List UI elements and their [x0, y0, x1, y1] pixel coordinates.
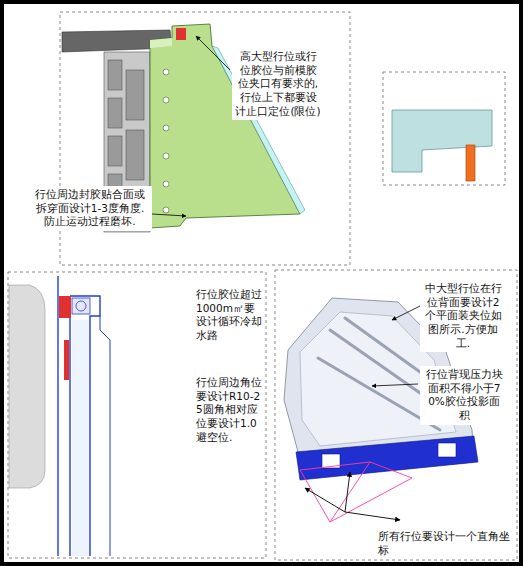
cooling-corner-panel [8, 272, 266, 558]
note-label: 行位胶位超过1000m㎡要设计循环冷却水路 [196, 288, 264, 343]
note-label: 行位周边封胶贴合面或拆穿面设计1-3度角度.防止运动过程磨坏. [28, 186, 152, 231]
slider-back-panel [275, 270, 517, 560]
note-label: 所有行位要设计一个直角坐标 [378, 530, 514, 557]
page-ground [4, 4, 519, 562]
stop-sketch [383, 72, 505, 185]
note-label: 中大型行位在行位背面要设计2个平面装夹位如图所示.方便加工. [420, 280, 506, 352]
note-label: 行位背现压力块面积不得小于70%胶位投影面积 [420, 366, 508, 425]
note-label: 行位周边角位要设计R10-25圆角相对应位要设计1.0避空位. [196, 376, 264, 444]
note-label: 高大型行位或行位胶位与前模胶位夹口有要求的,行位上下都要设计止口定位(限位) [232, 48, 324, 120]
